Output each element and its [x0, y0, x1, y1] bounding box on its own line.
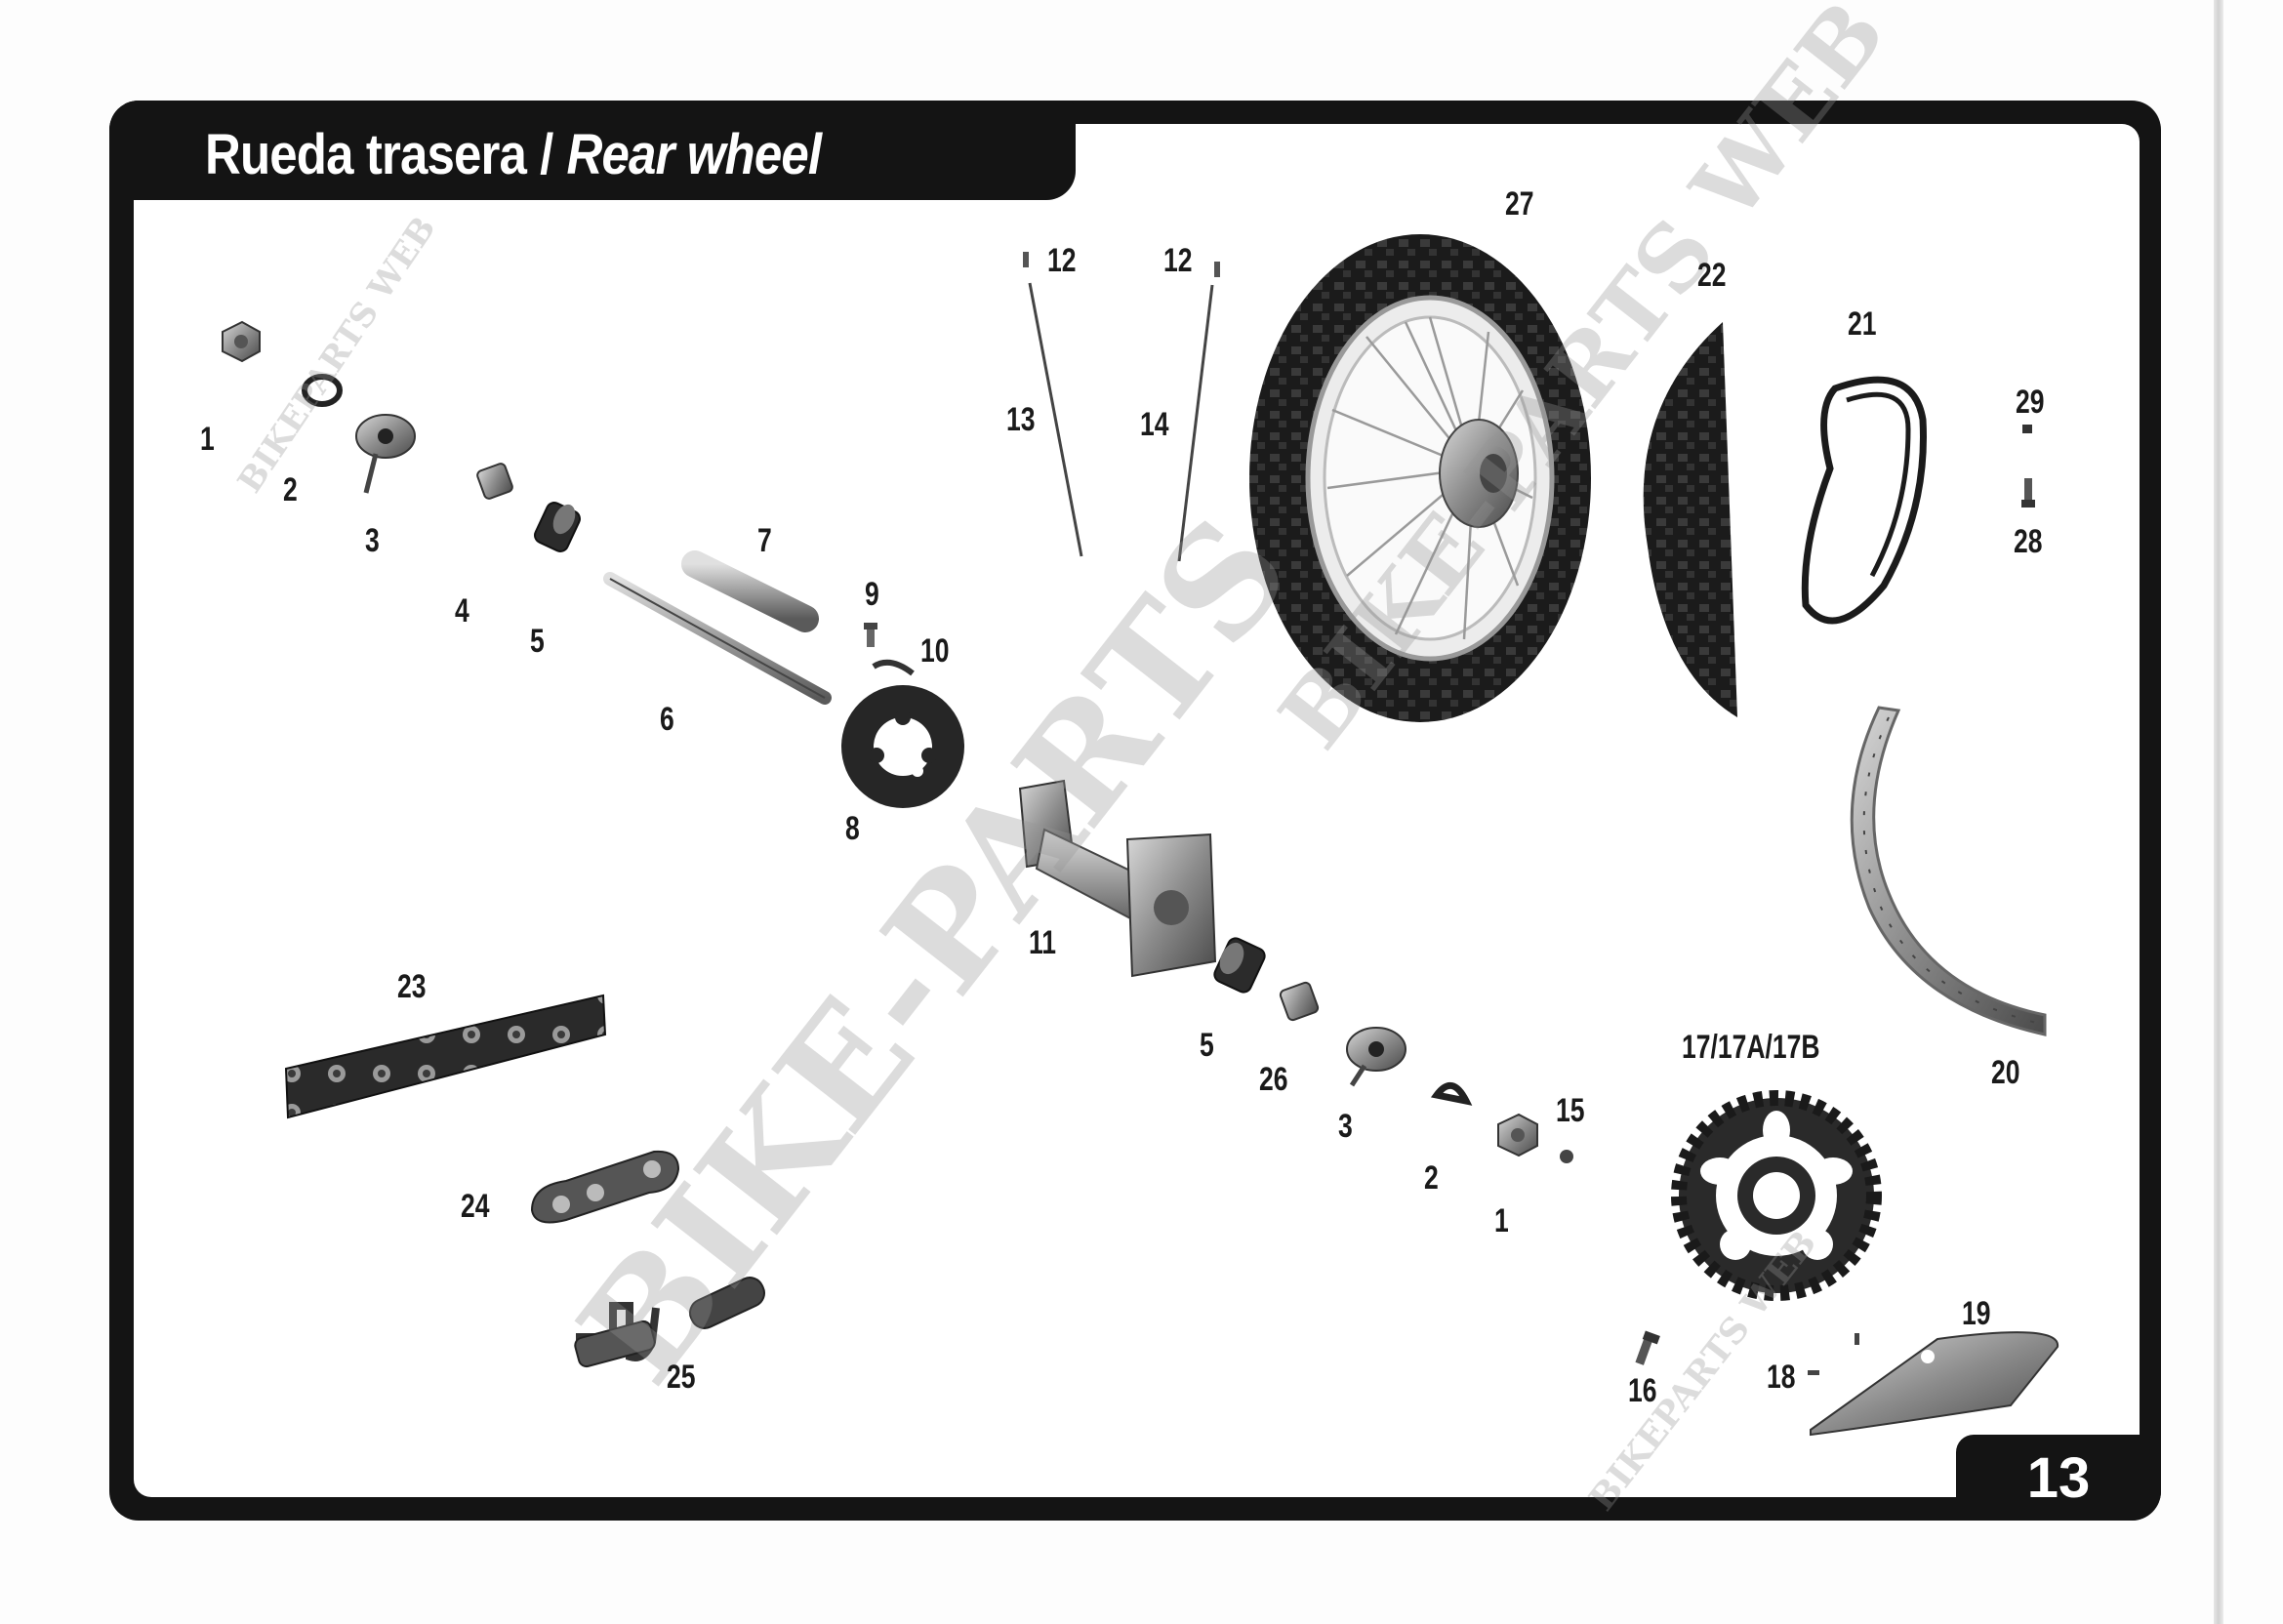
label-part-6: 6: [660, 701, 674, 738]
label-part-15: 15: [1556, 1092, 1585, 1129]
bearing-part-5-upper: [534, 502, 581, 552]
label-part-4: 4: [455, 592, 469, 629]
bolt-part-16: [1635, 1330, 1660, 1365]
sleeve-part-7: [681, 550, 819, 632]
label-part-25: 25: [667, 1359, 696, 1396]
title-spanish: Rueda trasera: [205, 122, 527, 186]
offset-link-part-24: [530, 1150, 680, 1224]
washer-part-2-lower: [1430, 1082, 1473, 1106]
bolt-part-9: [864, 623, 877, 647]
page-title: Rueda trasera / Rear wheel: [205, 115, 822, 193]
label-part-28: 28: [2014, 523, 2043, 560]
spoke-nipple-part-12: [1023, 252, 1220, 277]
washer-part-2: [302, 374, 343, 407]
spacer-part-26: [1279, 981, 1320, 1022]
drive-chain-part-23: [284, 994, 607, 1119]
title-separator: /: [540, 122, 553, 186]
label-part-18: 18: [1767, 1359, 1796, 1396]
label-part-21: 21: [1848, 305, 1877, 343]
valve-cap-part-29: [2022, 425, 2032, 433]
spacer-part-4: [476, 463, 513, 500]
label-part-29: 29: [2016, 384, 2045, 421]
label-part-24: 24: [461, 1188, 490, 1225]
chain-adjuster-part-3-lower: [1346, 1027, 1406, 1087]
inner-tube-part-21: [1801, 376, 1927, 625]
master-link-part-25: [574, 1277, 765, 1368]
title-tab: [109, 101, 1076, 200]
rim-part-20: [1850, 706, 2047, 1036]
bearing-part-5-lower: [1213, 937, 1266, 994]
complete-wheel-part-27: [1249, 234, 1591, 722]
axle-part-6: [603, 572, 832, 705]
label-part-3: 3: [1338, 1108, 1353, 1145]
brake-disc-part-8: [841, 685, 964, 808]
label-part-14: 14: [1140, 406, 1169, 443]
label-part-5: 5: [530, 623, 545, 660]
label-part-12: 12: [1047, 242, 1077, 279]
valve-part-28: [2021, 478, 2035, 508]
tire-part-22: [1643, 322, 1737, 717]
label-part-27: 27: [1505, 185, 1534, 223]
label-part-5: 5: [1200, 1027, 1214, 1064]
screw-part-18: [1808, 1333, 1859, 1375]
page-spine: [2214, 0, 2223, 1624]
nut-part-15: [1560, 1150, 1573, 1163]
label-part-1: 1: [200, 421, 215, 458]
page-number: 13: [2026, 1445, 2091, 1510]
label-part-9: 9: [865, 576, 879, 613]
label-part-17: 17/17A/17B: [1682, 1029, 1820, 1066]
label-part-22: 22: [1697, 257, 1727, 294]
label-part-16: 16: [1628, 1372, 1657, 1409]
label-part-3: 3: [365, 522, 380, 559]
sprocket-part-17: [1671, 1090, 1882, 1301]
hub-part-11: [1018, 779, 1217, 978]
label-part-2: 2: [1424, 1159, 1439, 1197]
label-part-20: 20: [1991, 1054, 2020, 1091]
label-part-26: 26: [1259, 1061, 1288, 1098]
label-part-12: 12: [1163, 242, 1193, 279]
label-part-2: 2: [283, 471, 298, 508]
chain-adjuster-part-3: [355, 414, 416, 494]
page-number-tab: [1956, 1435, 2161, 1521]
chain-guide-part-19: [1810, 1331, 2059, 1437]
spoke-part-14: [1177, 284, 1214, 562]
spoke-part-13: [1028, 282, 1083, 557]
axle-nut-part-1: [222, 320, 261, 363]
label-part-8: 8: [845, 810, 860, 847]
label-part-19: 19: [1962, 1295, 1991, 1332]
label-part-7: 7: [757, 522, 772, 559]
label-part-11: 11: [1029, 924, 1057, 961]
label-part-10: 10: [920, 632, 950, 670]
axle-nut-part-1-lower: [1497, 1113, 1538, 1157]
title-english: Rear wheel: [566, 122, 822, 186]
label-part-1: 1: [1494, 1202, 1509, 1239]
lock-plate-part-10: [872, 659, 915, 676]
label-part-23: 23: [397, 968, 427, 1005]
label-part-13: 13: [1006, 401, 1036, 438]
